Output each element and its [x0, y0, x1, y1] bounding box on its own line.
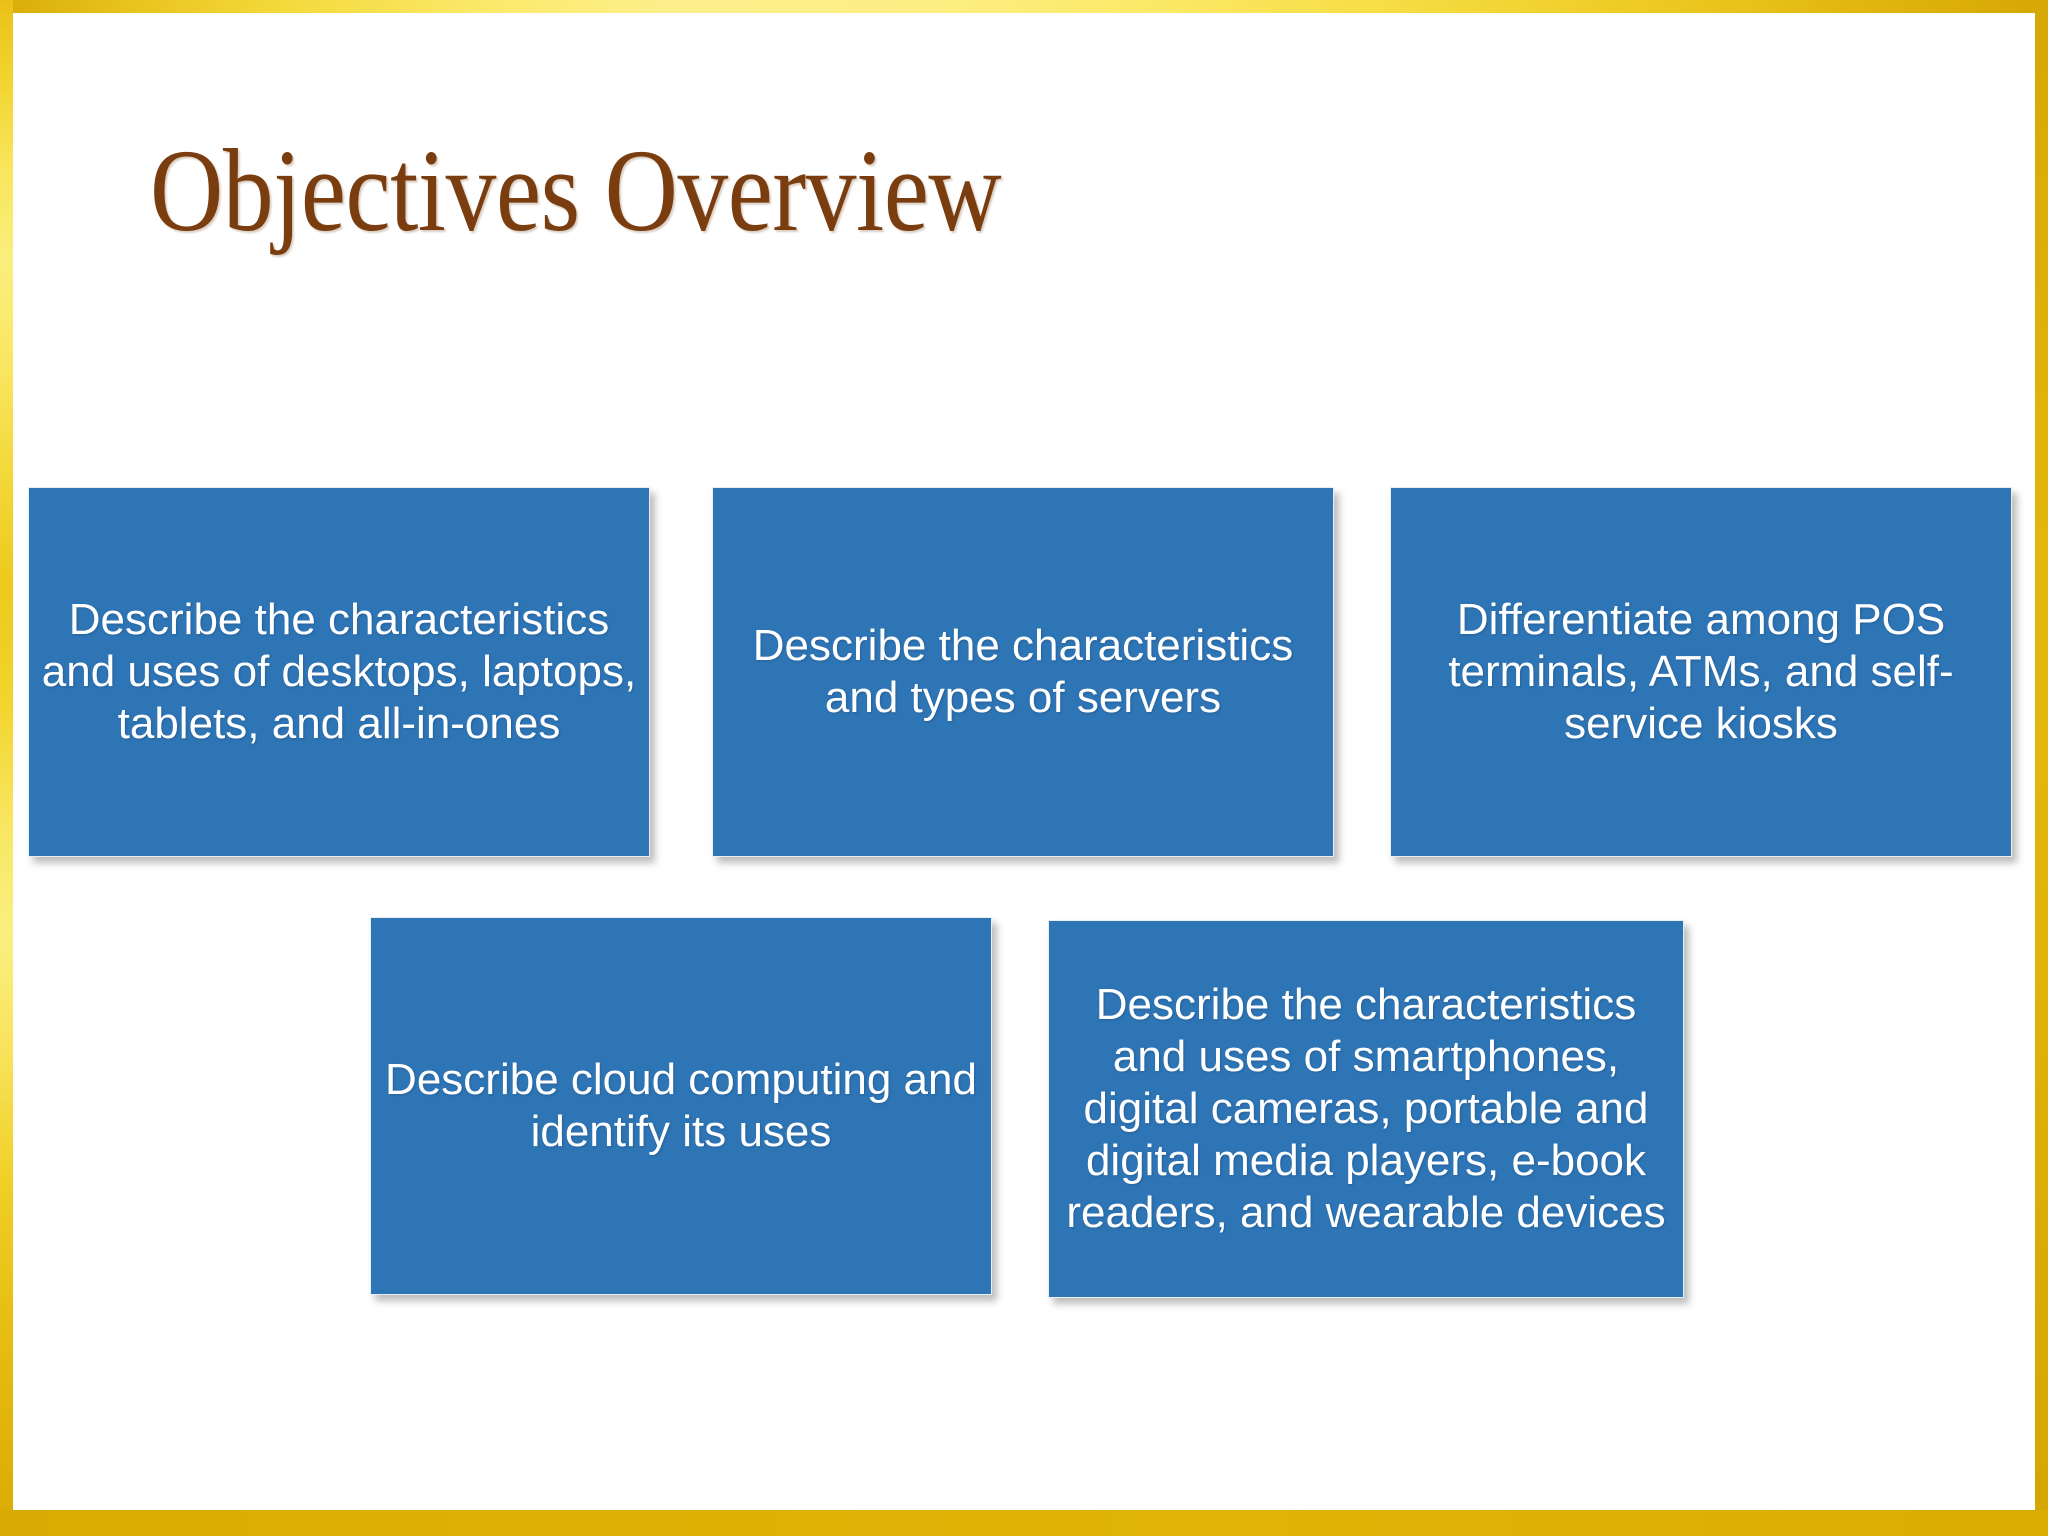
page-title: Objectives Overview	[150, 125, 1002, 256]
objective-card-text: Describe the characteristics and uses of…	[41, 595, 637, 748]
objective-card-text: Describe cloud computing and identify it…	[385, 1055, 977, 1156]
objective-card-text: Differentiate among POS terminals, ATMs,…	[1448, 595, 1954, 748]
slide-border-top	[0, 0, 2048, 13]
objective-card-text: Describe the characteristics and types o…	[752, 621, 1294, 722]
objective-card-cloud-computing[interactable]: Describe cloud computing and identify it…	[370, 917, 992, 1295]
objective-card-servers[interactable]: Describe the characteristics and types o…	[712, 487, 1334, 857]
objective-card-text: Describe the characteristics and uses of…	[1066, 980, 1666, 1237]
objective-card-desktops[interactable]: Describe the characteristics and uses of…	[28, 487, 650, 857]
objective-card-mobile-devices[interactable]: Describe the characteristics and uses of…	[1048, 920, 1684, 1298]
slide-border-left	[0, 0, 13, 1536]
objective-card-pos-terminals[interactable]: Differentiate among POS terminals, ATMs,…	[1390, 487, 2012, 857]
slide-border-right	[2035, 0, 2048, 1536]
slide-border-bottom	[0, 1510, 2048, 1536]
